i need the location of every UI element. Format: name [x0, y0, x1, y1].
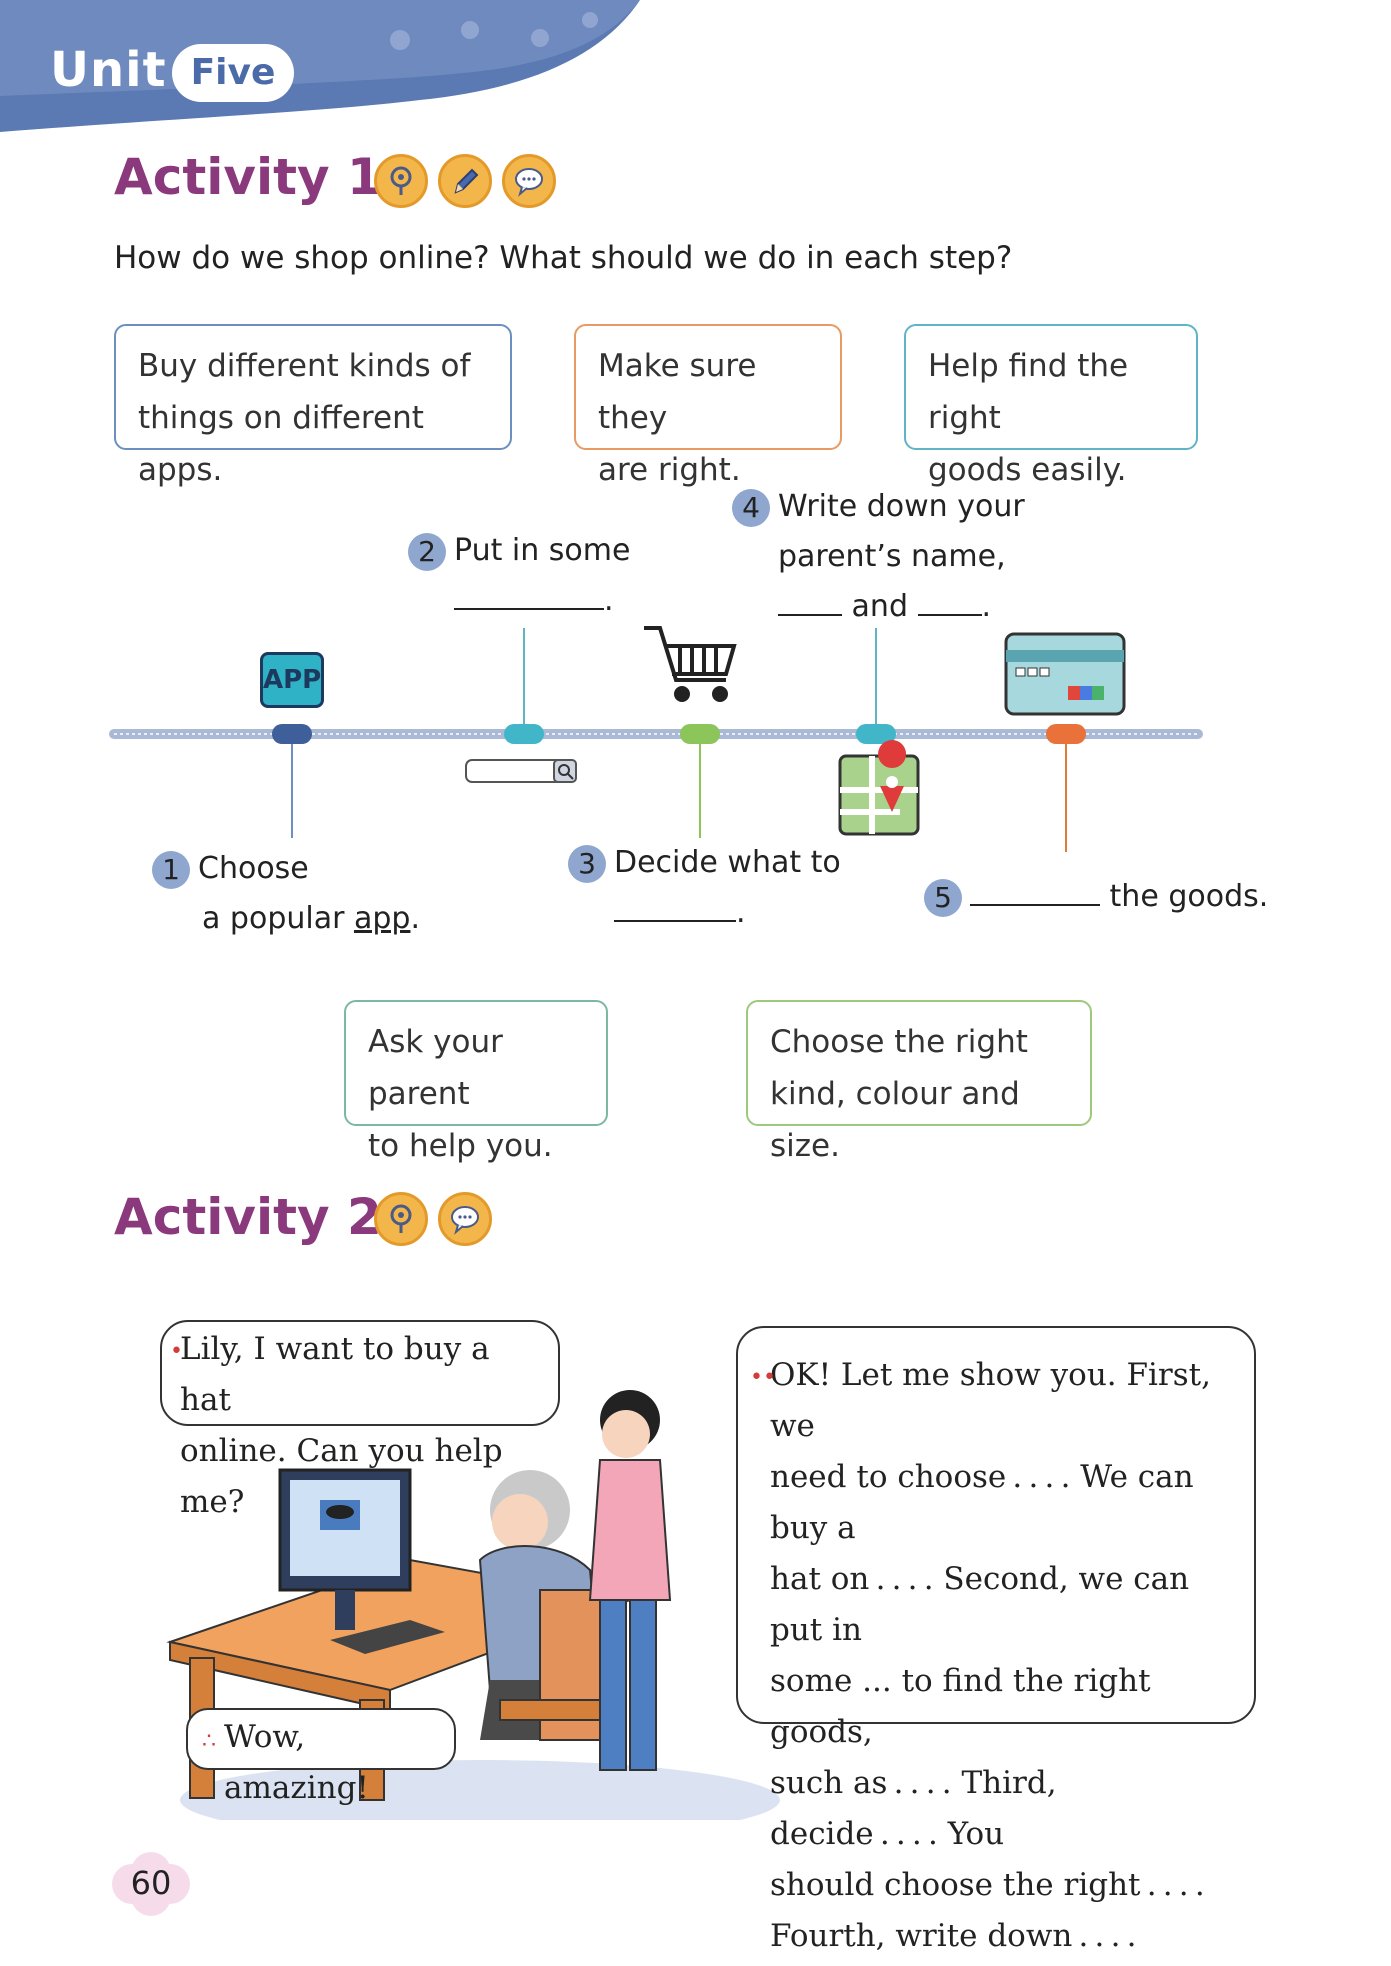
- option-box-buy-different: Buy different kinds of things on differe…: [114, 324, 512, 488]
- map-pin-icon: [838, 740, 920, 836]
- app-icon-label: APP: [263, 665, 322, 695]
- unit-number-badge: Five: [172, 44, 294, 102]
- activity-2-icons: [374, 1192, 492, 1246]
- listen-icon: [374, 1192, 428, 1246]
- page-number-flower: [112, 1852, 190, 1916]
- cart-icon: [644, 626, 737, 702]
- step-line: parent’s name,: [778, 539, 1006, 574]
- step-underlined-word: app: [353, 901, 411, 936]
- option-box-ask-parent: Ask your parent to help you.: [344, 1000, 608, 1164]
- bubble-line: Wow, amazing!: [224, 1719, 369, 1806]
- speaker-dots: ••: [750, 1365, 776, 1390]
- app-icon: APP: [260, 652, 324, 708]
- answer-blank[interactable]: [970, 876, 1100, 906]
- activity-1-title: Activity 1: [114, 148, 382, 206]
- bubble-line: Fourth, write down . . . . Fifth, . . . …: [770, 1918, 1137, 1954]
- listen-icon: [374, 154, 428, 208]
- step-line: .: [410, 901, 420, 936]
- option-text: are right.: [598, 452, 741, 488]
- option-text: Choose the right: [770, 1024, 1028, 1060]
- activity-1-question: How do we shop online? What should we do…: [114, 240, 1013, 276]
- step-line: and: [851, 589, 908, 624]
- speech-icon: [502, 154, 556, 208]
- timeline-marker-4: [856, 724, 896, 744]
- option-box-make-sure: Make sure they are right.: [574, 324, 842, 488]
- option-text: Buy different kinds of: [138, 348, 471, 384]
- bubble-line: Lily, I want to buy a hat: [180, 1331, 490, 1418]
- step-number: 2: [408, 532, 446, 571]
- credit-card-icon: [1004, 632, 1126, 716]
- pencil-icon: [438, 154, 492, 208]
- option-box-help-find: Help find the right goods easily.: [904, 324, 1198, 488]
- option-text: things on different apps.: [138, 400, 424, 488]
- option-text: Make sure they: [598, 348, 757, 436]
- step-line: .: [981, 589, 992, 624]
- step-number: 5: [924, 878, 962, 917]
- speech-bubble-wow: ∴ Wow, amazing!: [186, 1708, 456, 1806]
- timeline-marker-3: [680, 724, 720, 744]
- step-line: a popular: [202, 901, 354, 936]
- speaker-dots: ∴: [202, 1729, 216, 1754]
- bubble-line: some ... to find the right goods,: [770, 1663, 1151, 1750]
- option-text: goods easily.: [928, 452, 1127, 488]
- answer-blank[interactable]: [917, 586, 982, 616]
- activity-2-title: Activity 2: [114, 1188, 382, 1246]
- step-number: 3: [568, 844, 606, 883]
- shopping-scene-illustration: [166, 1390, 780, 1820]
- unit-banner: [0, 0, 640, 132]
- step-line: the goods.: [1109, 879, 1269, 914]
- bubble-line: should choose the right . . . .: [770, 1867, 1205, 1903]
- option-text: Help find the right: [928, 348, 1129, 436]
- bubble-line: such as . . . . Third, decide . . . . Yo…: [770, 1765, 1057, 1852]
- timeline-marker-5: [1046, 724, 1086, 744]
- speech-icon: [438, 1192, 492, 1246]
- speaker-dot: •: [170, 1339, 183, 1364]
- bubble-line: need to choose . . . . We can buy a: [770, 1459, 1194, 1546]
- step-line: .: [604, 583, 614, 618]
- timeline-marker-2: [504, 724, 544, 744]
- step-line: Choose: [198, 851, 309, 886]
- step-number: 4: [732, 488, 770, 527]
- answer-blank[interactable]: [454, 580, 604, 610]
- step-line: .: [736, 895, 746, 930]
- page-number: 60: [130, 1864, 172, 1902]
- step-line: Decide what to: [614, 845, 841, 880]
- answer-blank[interactable]: [778, 586, 842, 616]
- speech-bubble-reply: •• OK! Let me show you. First, we need t…: [736, 1326, 1256, 1954]
- activity-1-icons: [374, 154, 556, 208]
- search-bar-icon: [465, 759, 577, 783]
- step-line: Write down your: [778, 489, 1025, 524]
- timeline-marker-1: [272, 724, 312, 744]
- option-box-choose-right: Choose the right kind, colour and size.: [746, 1000, 1092, 1164]
- bubble-line: OK! Let me show you. First, we: [770, 1357, 1211, 1444]
- step-number: 1: [152, 850, 190, 889]
- answer-blank[interactable]: [614, 892, 736, 922]
- step-line: Put in some: [454, 533, 631, 568]
- option-text: to help you.: [368, 1128, 553, 1164]
- unit-label: Unit: [50, 42, 167, 98]
- step-5-text: 5 the goods.: [924, 872, 1268, 922]
- bubble-line: online. Can you help me?: [180, 1433, 503, 1520]
- bubble-line: hat on . . . . Second, we can put in: [770, 1561, 1190, 1648]
- option-text: Ask your parent: [368, 1024, 503, 1112]
- speech-bubble-lily: • Lily, I want to buy a hat online. Can …: [160, 1320, 560, 1520]
- option-text: kind, colour and size.: [770, 1076, 1020, 1164]
